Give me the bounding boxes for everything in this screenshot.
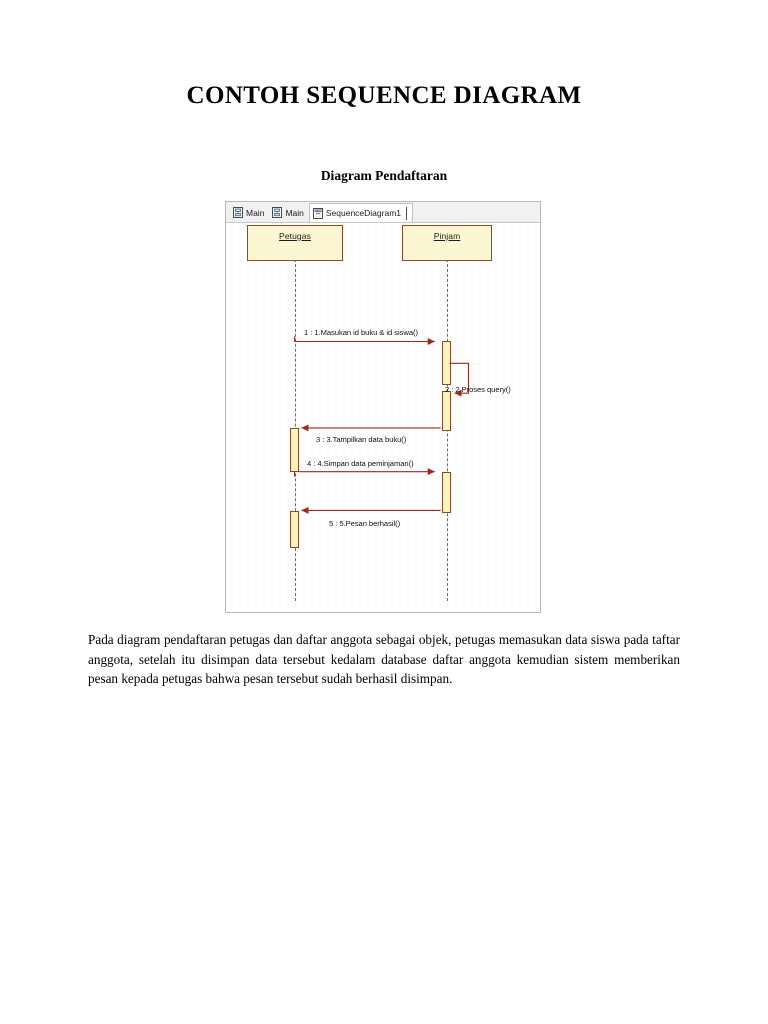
tab-main-2[interactable]: Main [269, 203, 308, 222]
lifeline-box-pinjam[interactable]: Pinjam [402, 225, 492, 261]
tab-text-caret [406, 206, 408, 220]
activation-bar-pinjam-1[interactable] [442, 341, 451, 385]
tab-strip: Main Main [226, 202, 540, 223]
activation-bar-pinjam-3[interactable] [442, 472, 451, 513]
message-label-3: 3 : 3.Tampilkan data buku() [316, 435, 407, 444]
description-paragraph: Pada diagram pendaftaran petugas dan daf… [88, 632, 680, 686]
activation-bar-petugas-2[interactable] [290, 511, 299, 548]
tab-main-1[interactable]: Main [230, 203, 269, 222]
activation-bar-petugas-1[interactable] [290, 428, 299, 472]
lifeline-label-pinjam: Pinjam [433, 231, 461, 241]
class-diagram-icon [272, 207, 283, 218]
lifeline-box-petugas[interactable]: Petugas [247, 225, 343, 261]
message-label-2: 2 : 2.Proses query() [445, 385, 511, 394]
lifeline-label-petugas: Petugas [279, 231, 311, 241]
tab-label: SequenceDiagram1 [325, 208, 402, 218]
diagram-canvas[interactable]: Petugas Pinjam [226, 223, 540, 612]
tab-sequencediagram1[interactable]: SequenceDiagram1 [308, 203, 414, 222]
tab-label: Main [246, 207, 265, 218]
message-label-1: 1 : 1.Masukan id buku & id siswa() [304, 328, 418, 337]
message-label-4: 4 : 4.Simpan data peminjaman() [307, 459, 414, 468]
message-arrows [294, 336, 470, 514]
class-diagram-icon [233, 207, 243, 218]
tab-label: Main [285, 207, 304, 218]
message-label-5: 5 : 5.Pesan berhasil() [329, 519, 401, 528]
diagram-caption: Diagram Pendaftaran [320, 168, 448, 183]
page-title: CONTOH SEQUENCE DIAGRAM [186, 82, 582, 109]
sequence-diagram-window: Main Main [225, 201, 541, 613]
activation-bar-pinjam-2[interactable] [442, 391, 451, 431]
sequence-diagram-icon [312, 207, 323, 219]
